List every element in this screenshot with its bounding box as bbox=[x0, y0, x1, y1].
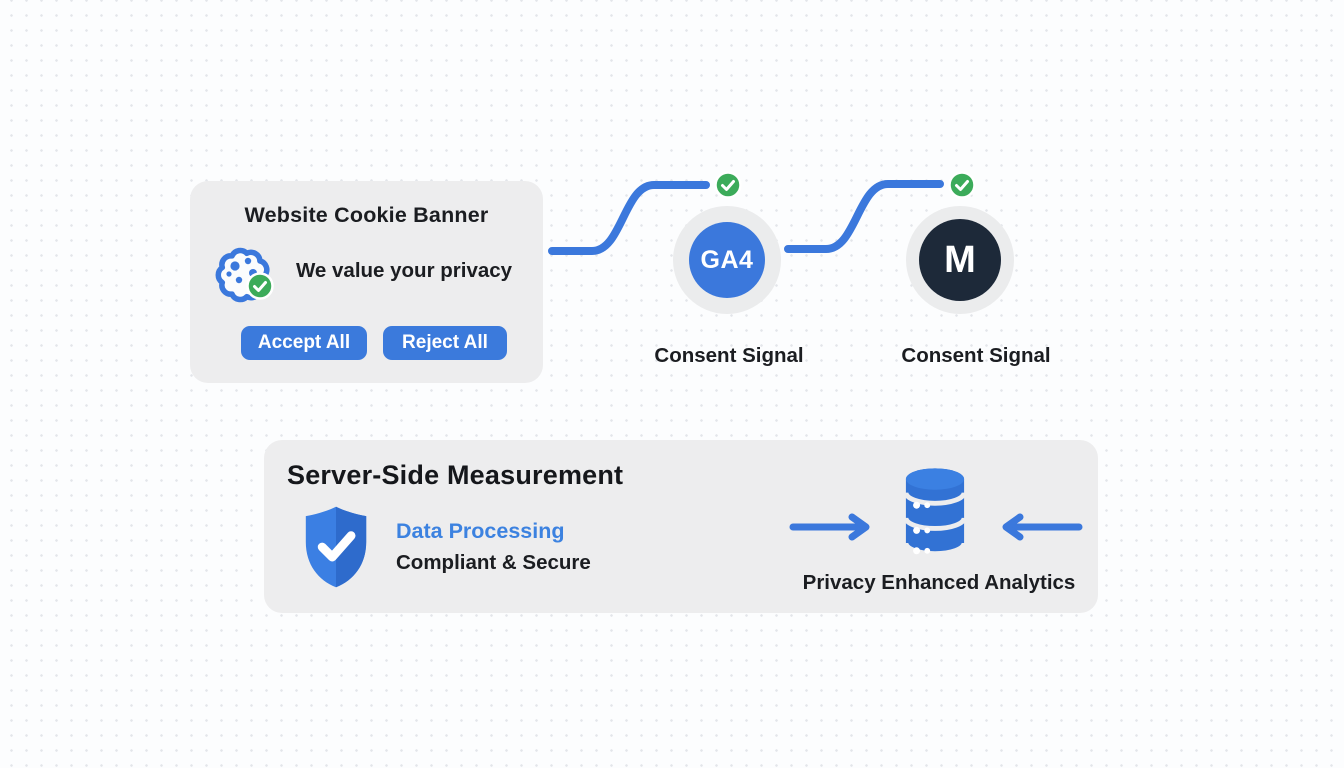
database-icon bbox=[903, 466, 967, 558]
data-processing-label: Data Processing bbox=[396, 519, 565, 543]
server-side-title: Server-Side Measurement bbox=[287, 460, 624, 490]
m-consent-check-icon bbox=[948, 171, 976, 199]
cookie-check-icon bbox=[246, 272, 274, 300]
cookie-banner-card: Website Cookie Banner We value your priv… bbox=[190, 181, 543, 383]
privacy-message: We value your privacy bbox=[295, 259, 513, 282]
compliant-secure-label: Compliant & Secure bbox=[396, 551, 591, 574]
ga4-node: GA4 bbox=[673, 206, 781, 314]
arrow-left-icon bbox=[992, 513, 1084, 541]
shield-check-icon bbox=[297, 502, 375, 592]
privacy-analytics-label: Privacy Enhanced Analytics bbox=[802, 571, 1076, 594]
ga4-consent-check-icon bbox=[714, 171, 742, 199]
m-node: M bbox=[906, 206, 1014, 314]
accept-all-button[interactable]: Accept All bbox=[241, 326, 367, 360]
m-logo: M bbox=[919, 219, 1001, 301]
server-side-card: Server-Side Measurement Data Processing … bbox=[264, 440, 1098, 613]
cookie-icon bbox=[213, 245, 274, 305]
ga4-consent-label: Consent Signal bbox=[654, 344, 804, 367]
m-consent-label: Consent Signal bbox=[901, 344, 1051, 367]
reject-all-button[interactable]: Reject All bbox=[383, 326, 507, 360]
ga4-logo: GA4 bbox=[689, 222, 765, 298]
arrow-right-icon bbox=[788, 513, 880, 541]
cookie-banner-title: Website Cookie Banner bbox=[244, 203, 489, 227]
